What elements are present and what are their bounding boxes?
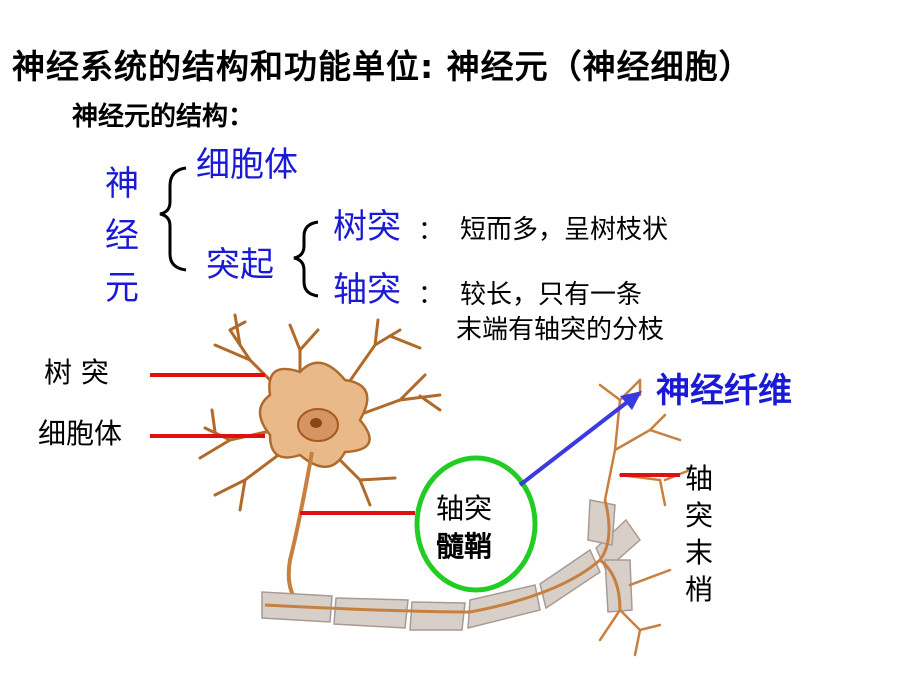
terminal-char-2: 突 bbox=[684, 499, 713, 532]
dendrite-label: 树 突 bbox=[44, 356, 109, 389]
dendrite-colon: ： bbox=[418, 216, 445, 246]
myelin-highlight-circle bbox=[414, 455, 538, 593]
axon-terminal-label: 轴 突 末 梢 bbox=[683, 460, 715, 608]
axon-branch bbox=[599, 558, 622, 611]
circle-axon-label: 轴突 bbox=[436, 492, 493, 525]
brace-main bbox=[159, 166, 187, 272]
nerve-fiber-arrow bbox=[518, 398, 632, 487]
neuron-char-1: 神 bbox=[105, 164, 139, 204]
axon-term: 轴突 bbox=[333, 270, 401, 310]
process-term: 突起 bbox=[206, 245, 274, 285]
nucleolus bbox=[310, 418, 322, 428]
axon-colon: ： bbox=[418, 280, 445, 310]
cell-body-label: 细胞体 bbox=[38, 417, 123, 450]
brace-process bbox=[293, 220, 319, 298]
axon-description-line-1: 较长，只有一条 bbox=[460, 280, 643, 310]
neuron-vertical-label: 神 经 元 bbox=[100, 158, 144, 314]
neuron-char-3: 元 bbox=[105, 268, 139, 308]
nerve-fiber-label: 神经纤维 bbox=[656, 371, 792, 411]
neuron-char-2: 经 bbox=[105, 216, 139, 256]
terminal-char-4: 梢 bbox=[684, 573, 713, 606]
axon-description-line-2: 末端有轴突的分枝 bbox=[456, 315, 665, 345]
cell-body-term: 细胞体 bbox=[196, 145, 298, 185]
terminal-char-3: 末 bbox=[684, 536, 713, 569]
arrow-head bbox=[620, 391, 642, 410]
dendrite-term: 树突 bbox=[333, 207, 401, 247]
axon-hillock bbox=[286, 451, 314, 607]
circle-myelin-label: 髓鞘 bbox=[436, 530, 493, 563]
dendrite-description: 短而多，呈树枝状 bbox=[460, 215, 669, 245]
page-title: 神经系统的结构和功能单位: 神经元（神经细胞） bbox=[12, 47, 753, 86]
structure-heading: 神经元的结构： bbox=[72, 102, 255, 132]
terminal-char-1: 轴 bbox=[684, 462, 713, 495]
axon-terminals bbox=[598, 378, 692, 657]
axon-core bbox=[264, 499, 611, 614]
